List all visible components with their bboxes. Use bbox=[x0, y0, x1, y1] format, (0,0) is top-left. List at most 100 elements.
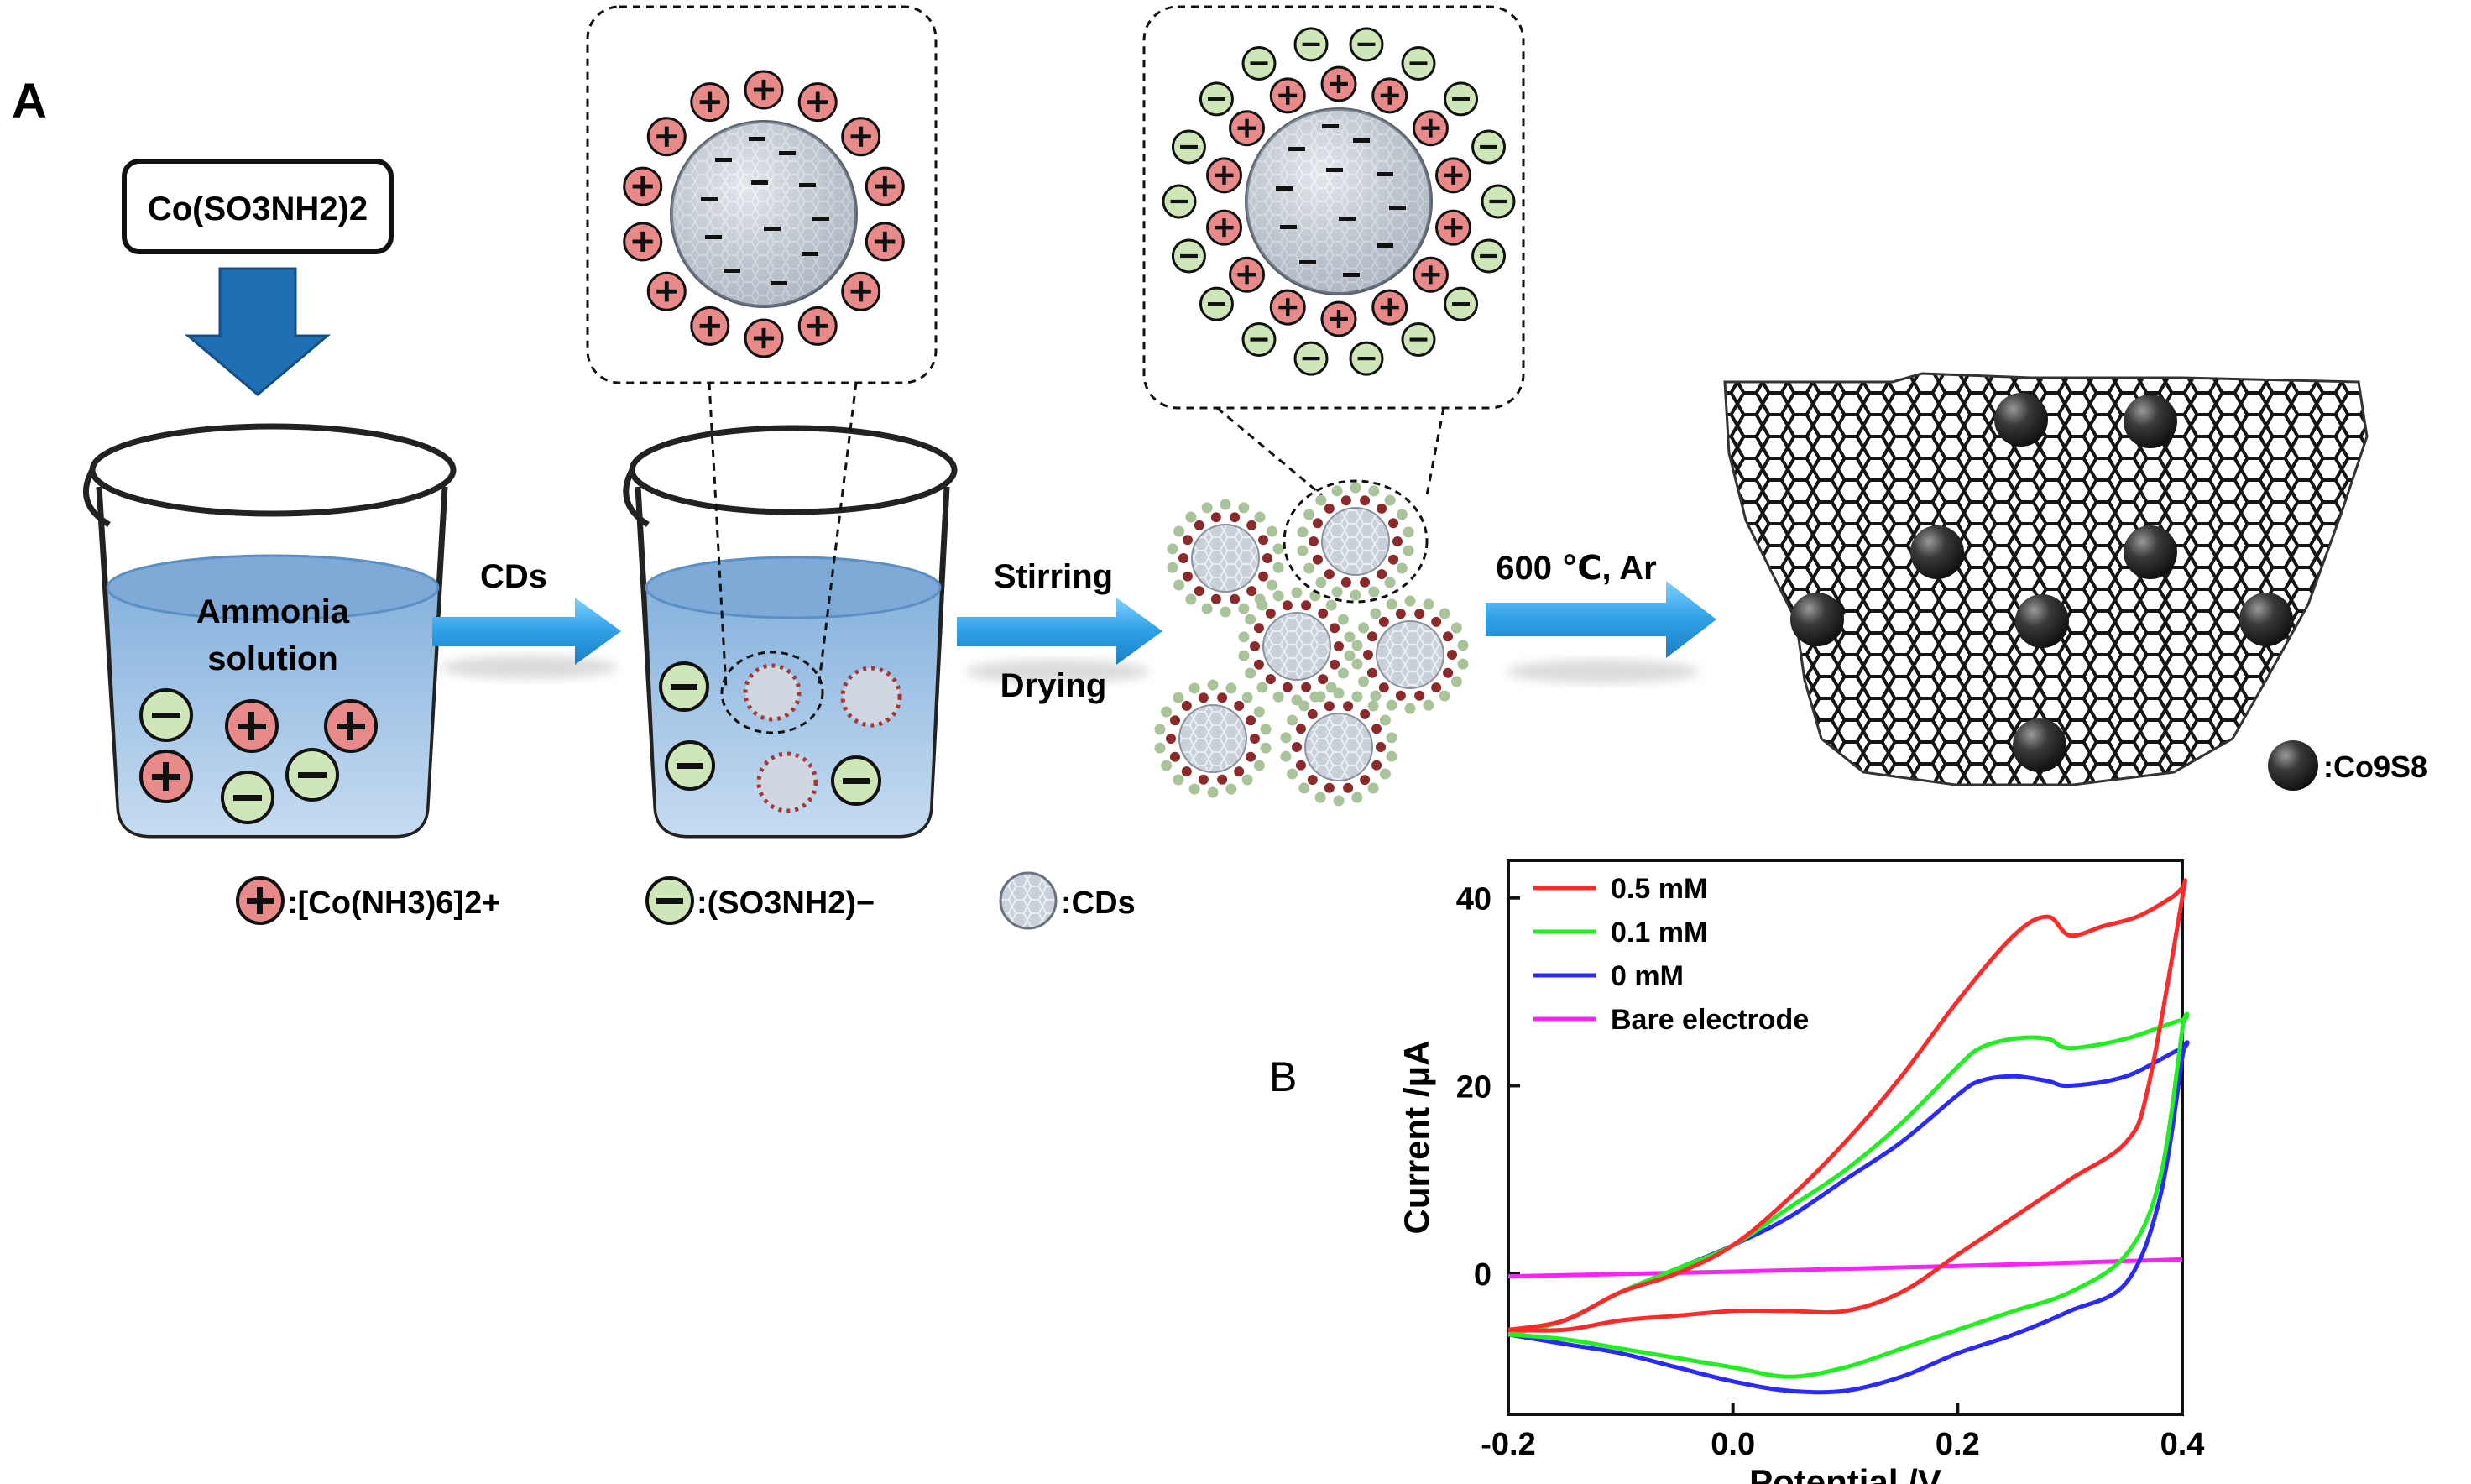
cation-icon bbox=[646, 117, 687, 157]
arrow-pyrolysis: 600 ℃, Ar bbox=[1486, 550, 1716, 683]
x-axis-label: Potential /V bbox=[1749, 1462, 1941, 1484]
step3-label: 600 ℃, Ar bbox=[1496, 550, 1656, 587]
anion-icon bbox=[1241, 45, 1277, 81]
inset-1-cations bbox=[623, 70, 905, 358]
cation-icon bbox=[690, 82, 730, 123]
legend-entry: 0 mM bbox=[1611, 960, 1684, 992]
anion-icon bbox=[1241, 322, 1277, 358]
cation-icon bbox=[139, 750, 193, 803]
cation-icon bbox=[865, 222, 905, 262]
co9s8-sphere bbox=[1910, 525, 1964, 579]
series-line-0-mm bbox=[1507, 1040, 2190, 1395]
coated-cd-icon bbox=[1154, 679, 1272, 798]
beaker-1-ions bbox=[139, 688, 378, 824]
cation-icon bbox=[1434, 209, 1471, 246]
anion-icon bbox=[1162, 184, 1197, 219]
co9s8-sphere bbox=[1790, 593, 1844, 646]
precursor-box: Co(SO3NH2)2 bbox=[122, 159, 394, 254]
anion-icon bbox=[1401, 322, 1436, 358]
legend-co9s8-label: :Co9S8 bbox=[2323, 750, 2427, 784]
zoom-inset-2 bbox=[1142, 5, 1525, 497]
cation-icon bbox=[236, 876, 285, 925]
anion-icon bbox=[1401, 45, 1436, 81]
cation-icon bbox=[841, 117, 881, 157]
co9s8-sphere bbox=[2124, 395, 2177, 448]
panel-b-label: B bbox=[1269, 1053, 1297, 1100]
cation-icon bbox=[1269, 289, 1306, 326]
anion-icon bbox=[659, 661, 709, 712]
cation-icon bbox=[1412, 110, 1449, 147]
legend-cds-label: :CDs bbox=[1061, 886, 1136, 921]
cation-icon bbox=[1206, 157, 1243, 194]
cation-icon bbox=[1434, 157, 1471, 194]
zoom-ellipse bbox=[720, 651, 824, 734]
anion-icon bbox=[645, 876, 694, 925]
co9s8-sphere bbox=[2124, 525, 2177, 579]
cation-icon bbox=[744, 70, 784, 110]
panel-a-label: A bbox=[12, 74, 47, 128]
anion-icon bbox=[1293, 27, 1329, 62]
cation-icon bbox=[1229, 110, 1266, 147]
y-tick-label: 40 bbox=[1456, 882, 1491, 917]
inset-2-ions bbox=[1162, 27, 1516, 376]
legend-cds: :CDs bbox=[999, 871, 1136, 930]
anion-icon bbox=[139, 688, 193, 742]
cation-icon bbox=[1269, 77, 1306, 114]
step2-label-bottom: Drying bbox=[1000, 667, 1107, 704]
cation-icon bbox=[646, 271, 687, 311]
beaker-text-2: solution bbox=[207, 640, 338, 677]
cation-icon bbox=[744, 318, 784, 358]
series-line-0-1-mm bbox=[1507, 1011, 2190, 1379]
coated-cd-icon bbox=[1351, 595, 1469, 714]
coated-cd-icon bbox=[1297, 482, 1414, 601]
co9s8-sphere bbox=[2015, 594, 2069, 648]
anion-icon bbox=[1444, 286, 1479, 321]
cation-icon bbox=[797, 306, 838, 346]
legend-anion-label: :(SO3NH2)− bbox=[697, 886, 875, 921]
cation-icon bbox=[1206, 209, 1243, 246]
arrow-stirring-drying: Stirring Drying bbox=[957, 558, 1162, 704]
co9s8-particles bbox=[1790, 393, 2293, 772]
x-tick-label: 0.2 bbox=[1936, 1427, 1980, 1462]
anion-icon bbox=[665, 740, 715, 791]
cd-cluster-icon bbox=[743, 663, 902, 813]
x-tick-label: -0.2 bbox=[1481, 1427, 1535, 1462]
anion-icon bbox=[285, 748, 339, 802]
x-tick-label: 0.0 bbox=[1711, 1427, 1755, 1462]
anion-icon bbox=[1444, 81, 1479, 117]
anion-icon bbox=[1199, 81, 1234, 117]
graphene-sheet bbox=[1723, 372, 2369, 786]
anion-icon bbox=[1349, 341, 1384, 376]
series-line-0-5-mm bbox=[1507, 878, 2187, 1333]
legend-anion: :(SO3NH2)− bbox=[645, 876, 875, 925]
anion-icon bbox=[1171, 129, 1206, 165]
cation-icon bbox=[865, 166, 905, 206]
anion-icon bbox=[1349, 27, 1384, 62]
legend-entry: 0.5 mM bbox=[1611, 873, 1707, 905]
anion-icon bbox=[1471, 238, 1507, 274]
plot-frame bbox=[1507, 859, 2184, 1416]
precursor-label: Co(SO3NH2)2 bbox=[148, 191, 368, 227]
arrow-cds: CDs bbox=[432, 558, 621, 679]
co9s8-icon bbox=[2268, 740, 2318, 791]
anion-icon bbox=[1293, 341, 1329, 376]
coated-cd-icon bbox=[1280, 687, 1397, 807]
zoom-ellipse-2 bbox=[1283, 479, 1429, 604]
step2-label-top: Stirring bbox=[994, 558, 1113, 595]
cation-icon bbox=[1371, 289, 1408, 326]
anion-icon bbox=[1481, 184, 1516, 219]
cation-icon bbox=[225, 699, 279, 753]
dried-cd-cluster bbox=[1154, 482, 1469, 807]
cation-icon bbox=[841, 271, 881, 311]
series-line-bare-electrode bbox=[1507, 1257, 2183, 1279]
legend-co9s8: :Co9S8 bbox=[2268, 740, 2427, 791]
cation-icon bbox=[797, 82, 838, 123]
legend-cation: :[Co(NH3)6]2+ bbox=[236, 876, 500, 925]
coated-cd-icon bbox=[1238, 587, 1356, 706]
beaker-text-1: Ammonia bbox=[196, 593, 350, 630]
cation-icon bbox=[690, 306, 730, 346]
legend-cation-label: :[Co(NH3)6]2+ bbox=[287, 886, 500, 921]
anion-icon bbox=[1471, 129, 1507, 165]
anion-icon bbox=[221, 771, 274, 824]
